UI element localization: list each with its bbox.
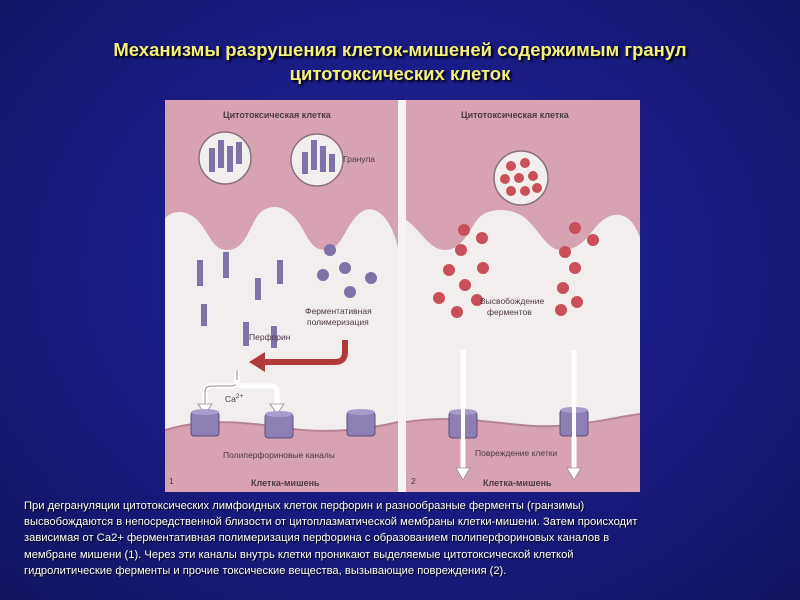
channels-2 bbox=[448, 404, 589, 444]
panel-number-2: 2 bbox=[411, 476, 416, 486]
cytotoxic-cell-1 bbox=[165, 100, 398, 250]
panel-divider bbox=[398, 100, 406, 492]
label-channels: Полиперфориновые каналы bbox=[223, 450, 335, 460]
target-cell-1 bbox=[165, 422, 398, 492]
granule-right bbox=[290, 133, 344, 187]
label-release-2: ферментов bbox=[487, 307, 532, 317]
label-target-cell-1: Клетка-мишень bbox=[251, 478, 320, 488]
caption-line-2: высвобождаются в непосредственной близос… bbox=[24, 516, 638, 529]
channels-1 bbox=[190, 409, 376, 439]
title-line-1: Механизмы разрушения клеток-мишеней соде… bbox=[113, 39, 687, 60]
caption-line-4: мембране мишени (1). Через эти каналы вн… bbox=[24, 548, 574, 561]
label-cytotoxic-cell-1: Цитотоксическая клетка bbox=[223, 110, 332, 120]
granule-enzymes bbox=[493, 150, 549, 206]
granule-left bbox=[198, 131, 252, 185]
diagram-figure: Цитотоксическая клетка Гранула Перфорин … bbox=[165, 100, 640, 492]
caption-line-1: При дегрануляции цитотоксических лимфоид… bbox=[24, 500, 585, 512]
diagram-svg: Цитотоксическая клетка Гранула Перфорин … bbox=[165, 100, 640, 492]
panel-number-1: 1 bbox=[169, 476, 174, 486]
panel-2: Цитотоксическая клетка Высвобождение фер… bbox=[405, 100, 640, 492]
label-damage: Повреждение клетки bbox=[475, 448, 557, 458]
panel-1: Цитотоксическая клетка Гранула Перфорин … bbox=[165, 100, 399, 492]
label-polymerization-1: Ферментативная bbox=[305, 306, 372, 316]
caption-line-3: зависимая от Са2+ ферментативная полимер… bbox=[24, 532, 610, 545]
label-cytotoxic-cell-2: Цитотоксическая клетка bbox=[461, 110, 570, 120]
label-polymerization-2: полимеризация bbox=[307, 317, 369, 327]
label-granule: Гранула bbox=[343, 154, 375, 164]
caption-text: При дегрануляции цитотоксических лимфоид… bbox=[24, 498, 776, 579]
polymerization-arrow bbox=[263, 340, 348, 365]
label-calcium: Ca2+ bbox=[225, 393, 243, 404]
polymerized-dots bbox=[317, 244, 377, 298]
title-line-2: цитотоксических клеток bbox=[289, 63, 511, 84]
perforin-bars bbox=[197, 252, 283, 348]
released-enzymes bbox=[433, 222, 599, 318]
caption-line-5: гидролитические ферменты и прочие токсич… bbox=[24, 564, 507, 577]
slide-title: Механизмы разрушения клеток-мишеней соде… bbox=[40, 38, 760, 86]
label-target-cell-2: Клетка-мишень bbox=[483, 478, 552, 488]
label-release-1: Высвобождение bbox=[480, 296, 544, 306]
label-perforin: Перфорин bbox=[249, 332, 291, 342]
